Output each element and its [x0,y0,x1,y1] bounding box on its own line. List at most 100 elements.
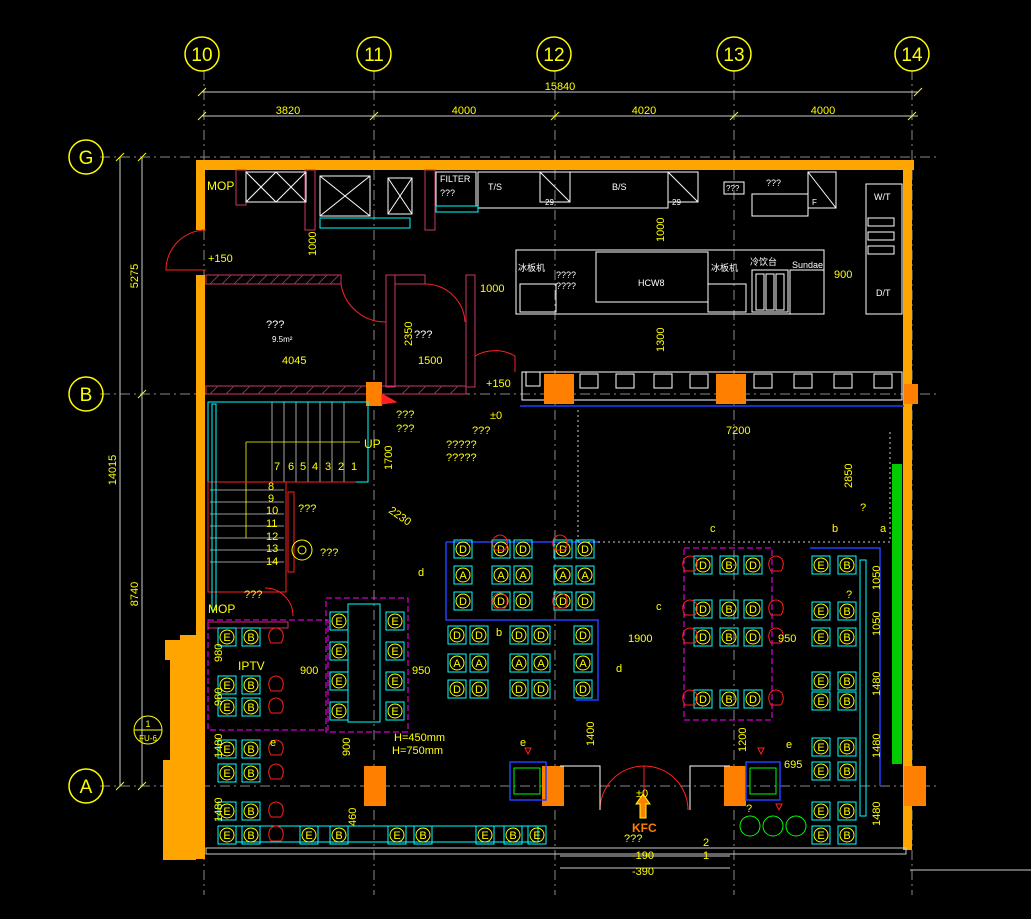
svg-text:D: D [581,544,589,556]
seat-e: E [329,611,349,631]
top-dimension-lines [197,87,923,121]
seat-b: B [719,627,739,647]
seat-b: B [837,555,857,575]
label-sundae: Sundae [792,260,823,270]
seat-a: A [575,565,595,585]
dim-1000-b: 1000 [307,232,319,256]
door-counter [474,350,516,372]
seat-b: B [719,599,739,619]
seat-d: D [513,591,533,611]
column-b11 [366,382,382,406]
grid-bubble-B: B [68,376,104,412]
seat-d: D [743,627,763,647]
dim-1000-a: 1000 [480,283,504,295]
seat-b: B [837,601,857,621]
seat-e: E [811,801,831,821]
svg-text:B: B [843,676,850,688]
seat-e: E [217,697,237,717]
label-q-e: ??? [320,547,338,559]
wall-stub-b [235,169,247,206]
stair-treads [210,402,360,563]
label-ts: T/S [488,182,502,192]
dim-900-b: 900 [300,665,318,677]
exterior-walls [163,160,914,860]
seat-e: E [811,627,831,647]
svg-text:E: E [223,806,230,818]
svg-text:E: E [223,702,230,714]
seat-e: E [385,701,405,721]
svg-text:E: E [335,616,342,628]
svg-text:E: E [817,742,824,754]
label-q-small: ??? [726,184,740,193]
svg-text:D: D [581,596,589,608]
seat-e: E [217,801,237,821]
svg-text:D: D [749,560,757,572]
seat-e: E [475,825,495,845]
seat-e: E [329,641,349,661]
svg-text:D: D [749,604,757,616]
dim-minus190: -190 [632,850,654,862]
seat-b: B [241,801,261,821]
label-hcw: HCW8 [638,278,665,288]
seat-d: D [509,679,529,699]
svg-text:D: D [749,694,757,706]
dim-left-total: 14015 [107,455,119,486]
chair [268,825,284,842]
dim-1900: 1900 [628,633,652,645]
seating-blue-zones [445,541,881,801]
chair [682,555,698,572]
wall-mop-bottom [207,621,289,629]
seat-b: B [241,825,261,845]
dim-span-4: 4000 [811,105,835,117]
svg-text:B: B [843,632,850,644]
label-f: F [812,198,817,207]
fryer-line [477,171,669,209]
svg-text:D: D [699,560,707,572]
label-filter-q: ??? [440,188,455,198]
wall-right [903,160,912,850]
door-swings [165,229,689,811]
column-a13 [724,766,746,806]
label-e-3: e [270,737,276,749]
seat-b: B [719,555,739,575]
drive-thru-window [865,183,903,315]
svg-text:A: A [475,658,483,670]
svg-text:E: E [391,616,398,628]
dim-span-2: 4000 [452,105,476,117]
seat-b: B [719,689,739,709]
seat-b: B [329,825,349,845]
grid-label-A: A [80,777,93,798]
svg-text:D: D [475,684,483,696]
kitchen-back-equipment [245,171,903,315]
door-office [340,283,387,323]
stair-num-11: 11 [266,518,277,530]
hcw8-unit [595,251,709,303]
seat-e: E [217,825,237,845]
seat-b: B [837,801,857,821]
label-q-b: ??? [396,423,414,435]
chair [682,599,698,616]
svg-text:A: A [559,570,567,582]
svg-text:E: E [391,676,398,688]
column-a12 [542,766,564,806]
label-pm0-entry: ±0 [636,788,648,800]
column-a14 [904,766,926,806]
dim-900-top: 900 [834,269,852,281]
chair [768,555,784,572]
seat-a: A [573,653,593,673]
seat-a: A [491,565,511,585]
label-bs: B/S [612,182,627,192]
seat-d: D [575,539,595,559]
seat-e: E [811,671,831,691]
pos-registers [579,373,893,389]
svg-text:D: D [749,632,757,644]
dim-2850: 2850 [843,464,855,488]
interior-walls [205,169,476,629]
label-q-j: ? [846,589,852,601]
label-up: UP [364,437,381,451]
label-h750: H=750mm [392,745,443,757]
svg-text:A: A [537,658,545,670]
dim-900-c: 900 [341,738,353,756]
front-counter [521,371,903,401]
